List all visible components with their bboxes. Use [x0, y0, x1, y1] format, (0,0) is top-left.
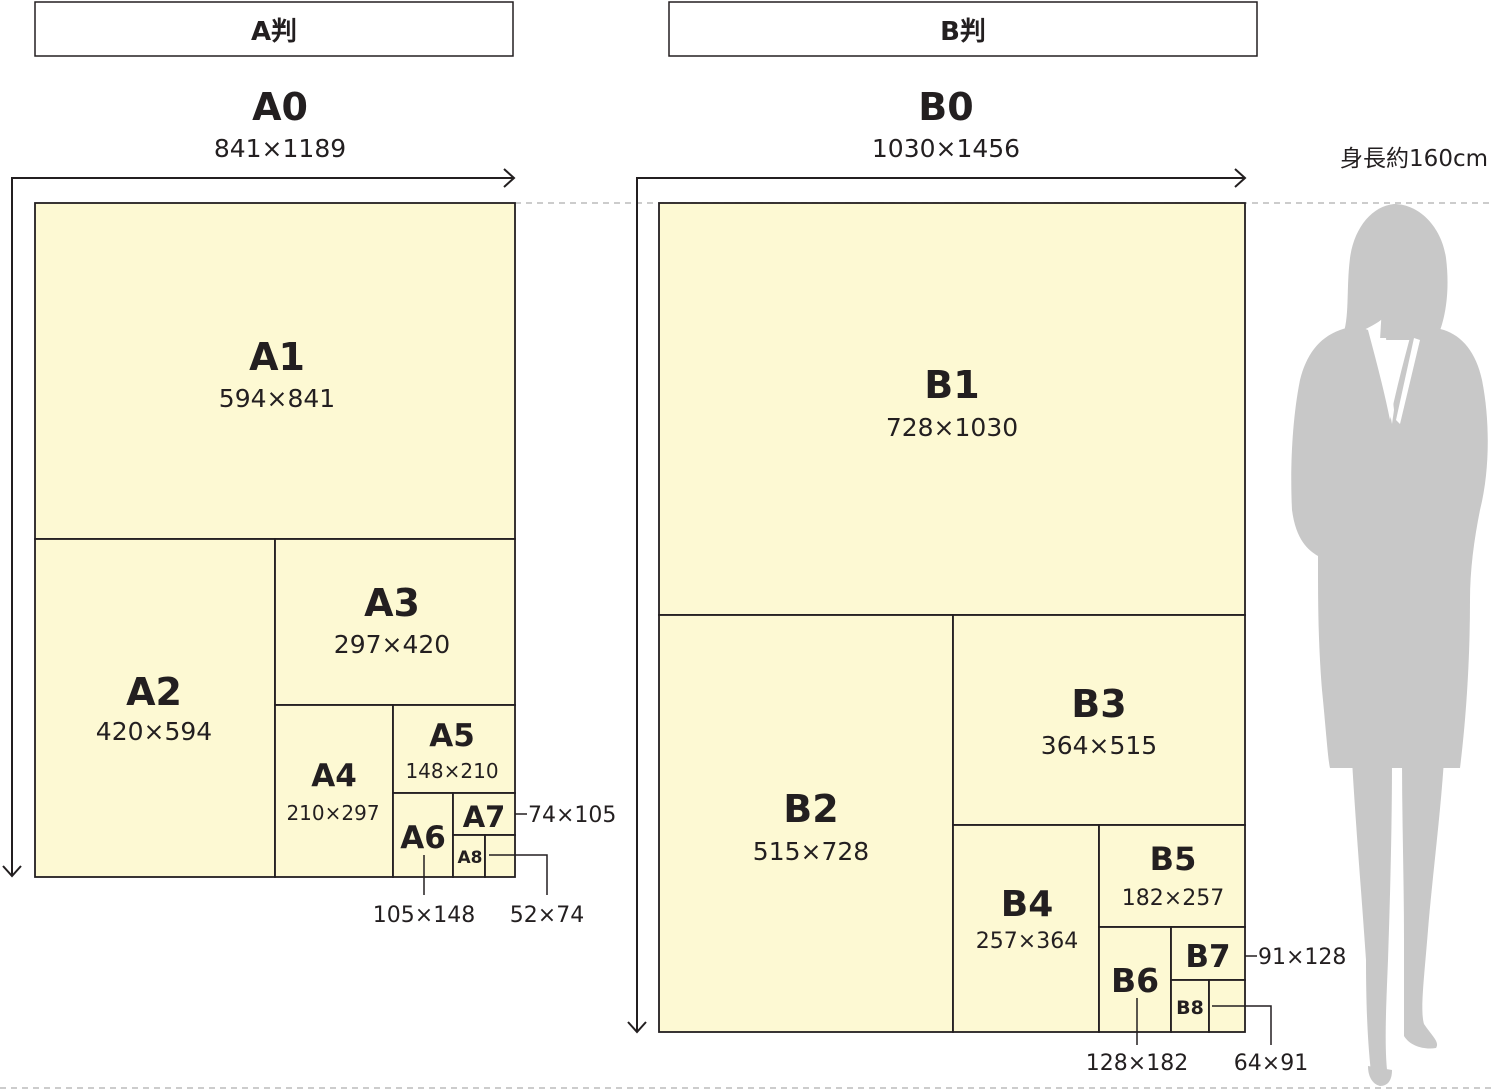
b2-label: B2	[783, 787, 838, 831]
a-series-sheets	[34, 202, 516, 878]
a6-label: A6	[400, 820, 446, 856]
b8-size: 64×91	[1234, 1051, 1308, 1076]
b3-size: 364×515	[1041, 731, 1157, 760]
a4-sheet	[274, 704, 394, 878]
a0-dimension-arrows	[2, 168, 516, 878]
a8-size: 52×74	[510, 903, 584, 928]
a1-sheet	[34, 202, 516, 540]
b4-sheet	[952, 824, 1100, 1033]
b6-size: 128×182	[1086, 1051, 1188, 1076]
b7-size: 91×128	[1258, 945, 1346, 970]
b5-size: 182×257	[1122, 886, 1224, 911]
a-series-header: A判	[34, 1, 514, 57]
a6-size: 105×148	[373, 903, 475, 928]
a3-label: A3	[364, 581, 420, 625]
b-series-header-text: B判	[940, 17, 986, 47]
a3-sheet	[274, 538, 516, 706]
b5-label: B5	[1150, 840, 1197, 878]
b6-label: B6	[1111, 961, 1159, 1000]
a2-sheet	[34, 538, 276, 878]
b3-label: B3	[1071, 682, 1126, 726]
a7-label: A7	[463, 800, 506, 834]
b3-sheet	[952, 614, 1246, 826]
a5-label: A5	[429, 718, 475, 754]
b5-sheet	[1098, 824, 1246, 928]
a4-size: 210×297	[286, 801, 379, 825]
a0-label: A0	[252, 85, 308, 129]
a0-size: 841×1189	[214, 134, 346, 163]
a1-size: 594×841	[219, 384, 335, 413]
b4-label: B4	[1001, 884, 1054, 925]
b0-dimension-arrows	[627, 168, 1247, 1034]
b-callout-lines	[1136, 955, 1272, 1045]
b2-sheet	[658, 614, 954, 1033]
person-collar	[1376, 338, 1420, 424]
b7-sheet	[1170, 926, 1246, 981]
a2-size: 420×594	[96, 717, 212, 746]
b6-sheet	[1098, 926, 1172, 1033]
b2-size: 515×728	[753, 837, 869, 866]
a8-label: A8	[458, 848, 483, 868]
a8-sheet	[452, 834, 486, 878]
a2-label: A2	[126, 670, 182, 714]
b1-label: B1	[924, 363, 979, 407]
a-callout-lines	[423, 813, 548, 895]
b-series-sheets	[658, 202, 1246, 1033]
b7-label: B7	[1185, 939, 1230, 975]
b1-size: 728×1030	[886, 413, 1018, 442]
a3-size: 297×420	[334, 630, 450, 659]
a7-size: 74×105	[528, 803, 616, 828]
b8-sheet	[1170, 979, 1210, 1033]
b4-size: 257×364	[976, 929, 1078, 954]
b8-label: B8	[1176, 997, 1204, 1019]
b1-sheet	[658, 202, 1246, 616]
person-silhouette-icon	[1291, 204, 1488, 1086]
b0-size: 1030×1456	[872, 134, 1020, 163]
person-height-label: 身長約160cm	[1340, 146, 1488, 172]
a-series-header-text: A判	[251, 17, 297, 47]
a4-label: A4	[311, 758, 357, 794]
a8-remainder	[484, 834, 516, 878]
a5-size: 148×210	[405, 759, 498, 783]
a5-sheet	[392, 704, 516, 794]
b0-label: B0	[918, 85, 973, 129]
a1-label: A1	[249, 335, 305, 379]
b-series-header: B判	[668, 1, 1258, 57]
